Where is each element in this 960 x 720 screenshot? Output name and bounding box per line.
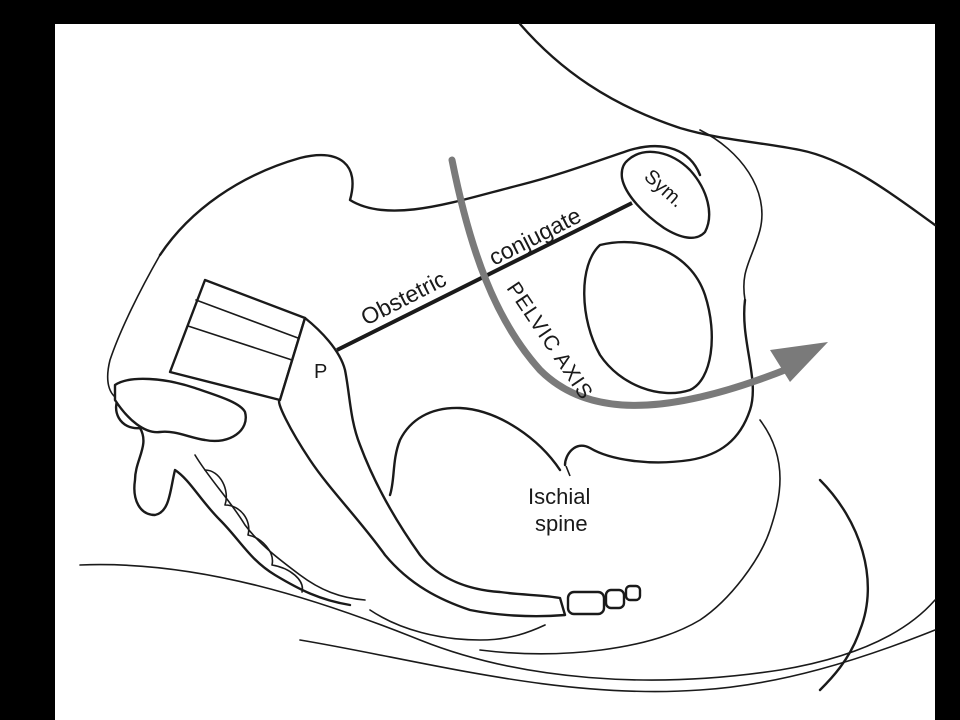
coccyx-segment-2 <box>604 588 626 610</box>
coccyx-segment-3 <box>624 584 642 602</box>
iliac-outline <box>158 145 702 257</box>
iliac-wing-posterior <box>113 377 247 443</box>
ischial-spine-pointer <box>565 465 571 477</box>
ischial-notch-outline <box>388 406 562 497</box>
buttock-outline <box>818 478 870 692</box>
ischial-spine-label-line1: Ischial <box>528 484 590 509</box>
abdominal-skin-outline <box>518 22 937 227</box>
obturator-foramen <box>583 240 713 395</box>
promontory-label: P <box>314 361 327 383</box>
ischial-spine-label-line2: spine <box>535 511 588 536</box>
lower-skin-line <box>79 563 936 681</box>
anterior-wall-outline <box>699 129 763 301</box>
vertebra-disc-line-1 <box>195 299 299 339</box>
pelvic-floor-outline <box>369 609 546 641</box>
pelvic-axis-arrowhead <box>770 342 828 382</box>
posterior-back-outline <box>114 393 352 607</box>
sacrum <box>277 316 567 618</box>
symphysis-pubis <box>620 150 711 239</box>
lower-pelvis-outline <box>479 419 781 655</box>
vertebra-disc-line-2 <box>187 325 293 361</box>
sacral-foramina-line <box>194 454 366 601</box>
posterior-sacral-lobes <box>204 469 304 593</box>
iliac-inner-line <box>106 254 161 401</box>
ischium-outline <box>563 298 755 467</box>
coccyx-segment-1 <box>566 590 606 616</box>
lower-skin-line-2 <box>299 629 936 693</box>
pelvic-axis-arrow <box>448 156 794 409</box>
